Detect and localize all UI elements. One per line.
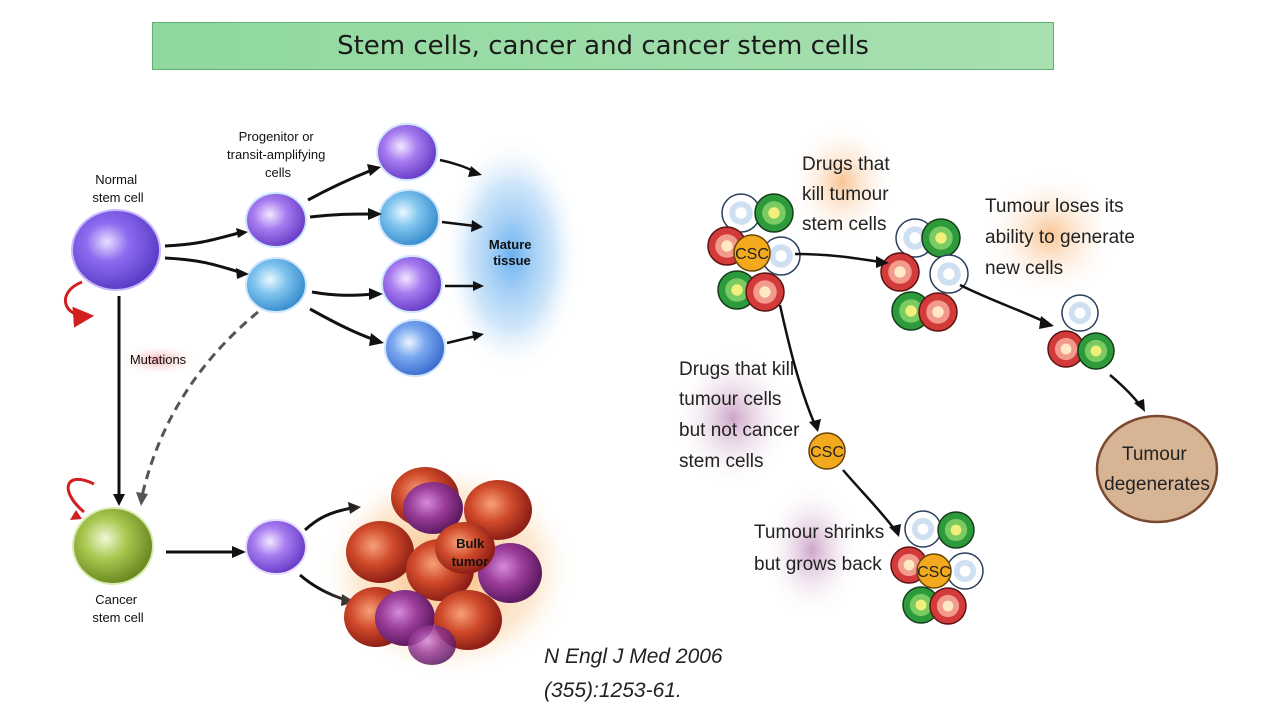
shrinks-label: Tumour shrinks but grows back: [754, 522, 890, 575]
mature-cell-1: [376, 123, 438, 181]
cancer-stem-cell: [72, 507, 154, 585]
csc-label: CSC: [735, 246, 769, 263]
self-renew-arrow-normal: [64, 280, 95, 328]
mature-tissue-glow: [442, 135, 582, 375]
cancer-stem-cell-label: Cancer stem cell: [92, 592, 143, 625]
tumour-cell: [1061, 294, 1099, 332]
mutations-glow: [116, 344, 200, 376]
tumour-cell: [937, 511, 975, 549]
tumour-cell: [904, 510, 942, 548]
blob-drugs-stem: [788, 120, 896, 244]
cancer-stem-cell: CSC: [916, 553, 952, 589]
dedifferentiation-arrow: [140, 310, 259, 497]
tumour-cell: [902, 586, 940, 624]
csc-label: CSC: [810, 444, 844, 461]
citation: N Engl J Med 2006 (355):1253-61.: [544, 640, 723, 708]
normal-stem-cell-label: Normal stem cell: [92, 172, 143, 205]
arrow-stem-to-progenitor-2: [164, 256, 244, 275]
tumour-cell: [921, 218, 961, 258]
bulk-tumor: [344, 467, 542, 665]
mutations-label: Mutations: [130, 352, 187, 367]
tumour-degenerates-node: [1095, 414, 1219, 524]
tumour-clusters: CSC CSC CSC: [707, 193, 1115, 625]
loses-ability-label: Tumour loses its ability to generate new…: [985, 196, 1140, 279]
tumour-cell: [745, 272, 785, 312]
mature-cell-3: [381, 255, 443, 313]
tumour-cell: [754, 193, 794, 233]
citation-line-2: (355):1253-61.: [544, 679, 682, 702]
tumour-cell: [761, 236, 801, 276]
blob-shrinks: [762, 480, 862, 620]
tumour-cell: [721, 193, 761, 233]
csc-label: CSC: [917, 564, 951, 581]
progenitor-arrows: [307, 168, 376, 342]
cancer-stem-cell: CSC: [733, 234, 771, 272]
tumour-cell: [929, 587, 967, 625]
progenitor-cell-2: [245, 257, 307, 313]
progenitor-label: Progenitor or transit-amplifying cells: [227, 129, 329, 180]
self-renew-arrow-cancer: [66, 477, 95, 514]
mature-cell-4: [384, 319, 446, 377]
tumour-cell: [717, 270, 757, 310]
cancer-stem-cell: CSC: [808, 432, 846, 470]
tumour-cell: [880, 252, 920, 292]
tumour-cell: [1077, 332, 1115, 370]
cancer-progeny-cell: [245, 519, 307, 575]
arrow-stem-to-progenitor-1: [164, 230, 244, 248]
slide-title: Stem cells, cancer and cancer stem cells: [152, 22, 1054, 70]
blob-drugs-tumour: [671, 346, 795, 490]
drugs-kill-stem-label: Drugs that kill tumour stem cells: [802, 154, 895, 235]
normal-stem-cell: [71, 209, 161, 291]
bulk-tumor-label: Bulk tumor: [452, 536, 489, 569]
drugs-kill-tumour-label: Drugs that kill tumour cells but not can…: [679, 359, 805, 472]
tumour-cell: [918, 292, 958, 332]
tumour-degenerates-label: Tumour degenerates: [1104, 444, 1210, 495]
tumour-cell: [946, 552, 984, 590]
blob-loses-ability: [980, 169, 1120, 301]
tumour-cell: [1047, 330, 1085, 368]
tumour-cell: [929, 254, 969, 294]
progenitor-cell-1: [245, 192, 307, 248]
mature-cell-2: [378, 189, 440, 247]
citation-line-1: N Engl J Med 2006: [544, 645, 723, 668]
mature-tissue-label: Mature tissue: [489, 237, 535, 268]
